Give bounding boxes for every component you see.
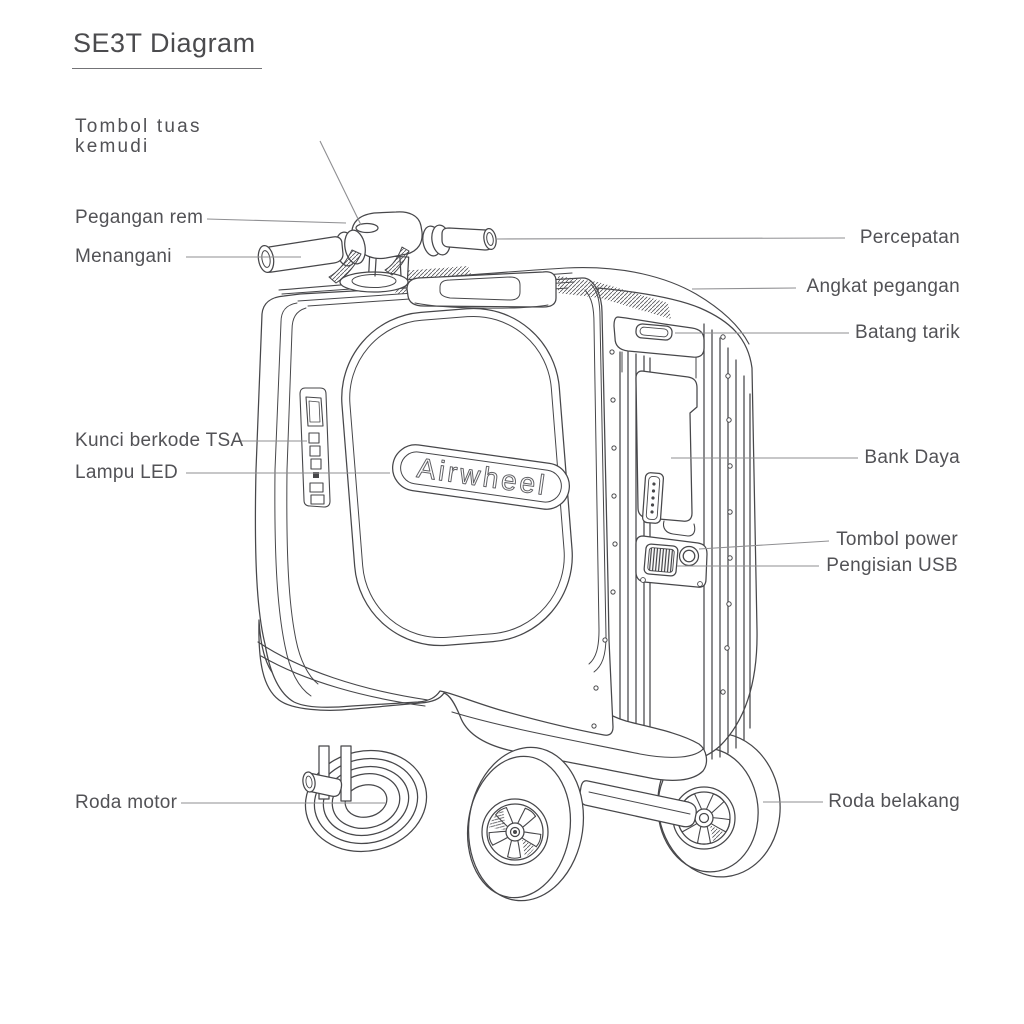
tsa-lock-panel (299, 387, 331, 508)
leader-steering-lever-button (319, 140, 362, 226)
motor-wheel (304, 749, 428, 853)
power-button (678, 545, 700, 567)
label-power-button: Tombol power (836, 529, 958, 550)
label-steering-lever-button: Tombol tuas kemudi (75, 116, 202, 157)
control-plate (635, 535, 708, 588)
front-panel: Airwheel (341, 307, 573, 647)
usb-port (643, 543, 679, 577)
front-wheel (466, 746, 585, 902)
leader-brake-handle (206, 218, 347, 224)
rear-axle (579, 780, 697, 828)
power-bank-door (635, 370, 698, 537)
label-power-bank: Bank Daya (864, 447, 960, 468)
battery-indicator (641, 472, 665, 524)
label-usb-charging: Pengisian USB (826, 555, 958, 576)
steering-lever-button (355, 222, 379, 234)
label-led-light: Lampu LED (75, 462, 179, 483)
vent-grille-right (558, 276, 671, 319)
label-acceleration: Percepatan (859, 227, 960, 248)
label-lift-handle: Angkat pegangan (806, 276, 960, 297)
label-motor-wheel: Roda motor (75, 792, 178, 813)
shell-ridges (274, 281, 607, 697)
edge-rivets (591, 349, 618, 729)
carry-handle (406, 271, 557, 309)
left-grip (261, 236, 344, 273)
pull-rod-housing (613, 316, 705, 379)
leader-power-button (698, 540, 830, 550)
page-title: SE3T Diagram (72, 28, 262, 69)
label-tsa-lock: Kunci berkode TSA (75, 430, 244, 451)
leader-acceleration (496, 237, 846, 240)
handlebar (257, 211, 497, 293)
bottom-moldings (257, 641, 705, 758)
leader-lift-handle (691, 287, 797, 290)
leader-lines (181, 140, 858, 804)
front-shell (254, 277, 614, 736)
brake-lever-right (384, 246, 410, 276)
label-rear-wheel: Roda belakang (828, 791, 960, 812)
label-handle: Menangani (75, 246, 172, 267)
brake-lever-left (328, 249, 362, 284)
motor-wheel-fork (302, 745, 352, 802)
label-pull-rod: Batang tarik (855, 322, 960, 343)
label-brake-handle: Pegangan rem (75, 207, 204, 228)
